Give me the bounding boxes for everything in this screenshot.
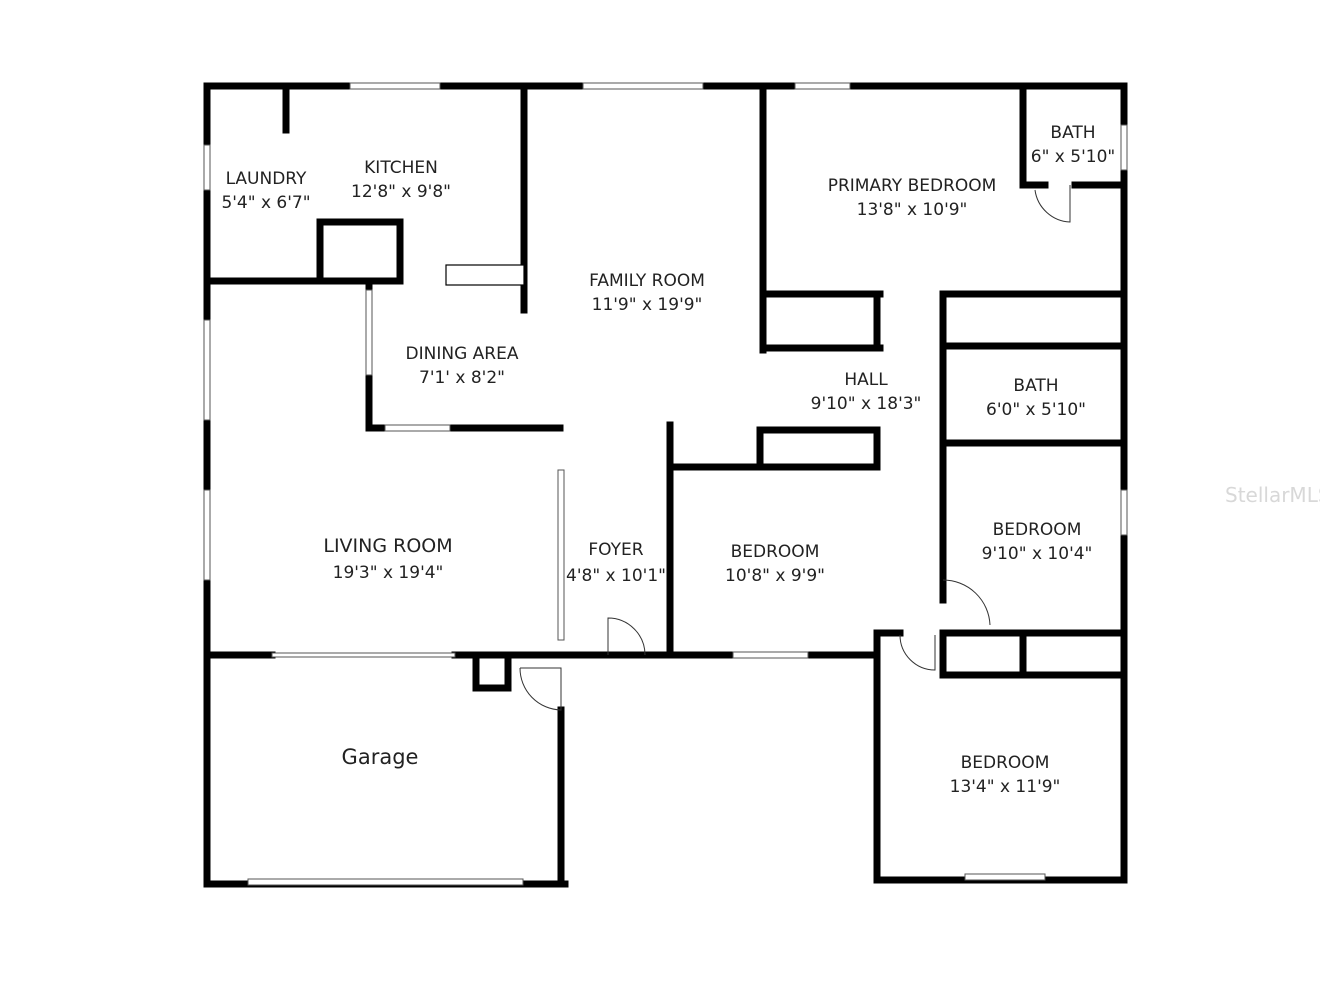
room-size: 12'8" x 9'8": [351, 182, 451, 202]
room-name: BEDROOM: [961, 753, 1050, 773]
doors: [519, 185, 1071, 711]
room-name: PRIMARY BEDROOM: [828, 176, 997, 196]
room-labels: LAUNDRY 5'4" x 6'7" KITCHEN 12'8" x 9'8"…: [221, 123, 1115, 797]
room-name: HALL: [844, 370, 888, 390]
room-size: 6'0" x 5'10": [986, 400, 1086, 420]
room-size: 11'9" x 19'9": [592, 295, 703, 315]
watermark: StellarMLS: [1225, 483, 1320, 507]
room-size: 13'8" x 10'9": [857, 200, 968, 220]
room-size: 13'4" x 11'9": [950, 777, 1061, 797]
room-name: DINING AREA: [406, 344, 519, 364]
room-name: FAMILY ROOM: [589, 271, 705, 291]
room-name: LAUNDRY: [226, 169, 307, 189]
room-size: 10'8" x 9'9": [725, 566, 825, 586]
room-size: 19'3" x 19'4": [333, 563, 444, 583]
room-name: BEDROOM: [993, 520, 1082, 540]
room-name: BATH: [1013, 376, 1058, 396]
room-name: LIVING ROOM: [323, 535, 452, 557]
room-size: 6" x 5'10": [1031, 147, 1115, 167]
room-size: 7'1' x 8'2": [419, 368, 505, 388]
room-name: Garage: [342, 745, 419, 769]
room-name: BEDROOM: [731, 542, 820, 562]
room-size: 4'8" x 10'1": [566, 566, 666, 586]
windows: [203, 82, 1128, 886]
room-name: KITCHEN: [364, 158, 438, 178]
room-size: 9'10" x 10'4": [982, 544, 1093, 564]
room-name: FOYER: [588, 540, 643, 560]
room-size: 5'4" x 6'7": [221, 193, 310, 213]
walls: [203, 82, 1128, 888]
room-name: BATH: [1050, 123, 1095, 143]
room-size: 9'10" x 18'3": [811, 394, 922, 414]
